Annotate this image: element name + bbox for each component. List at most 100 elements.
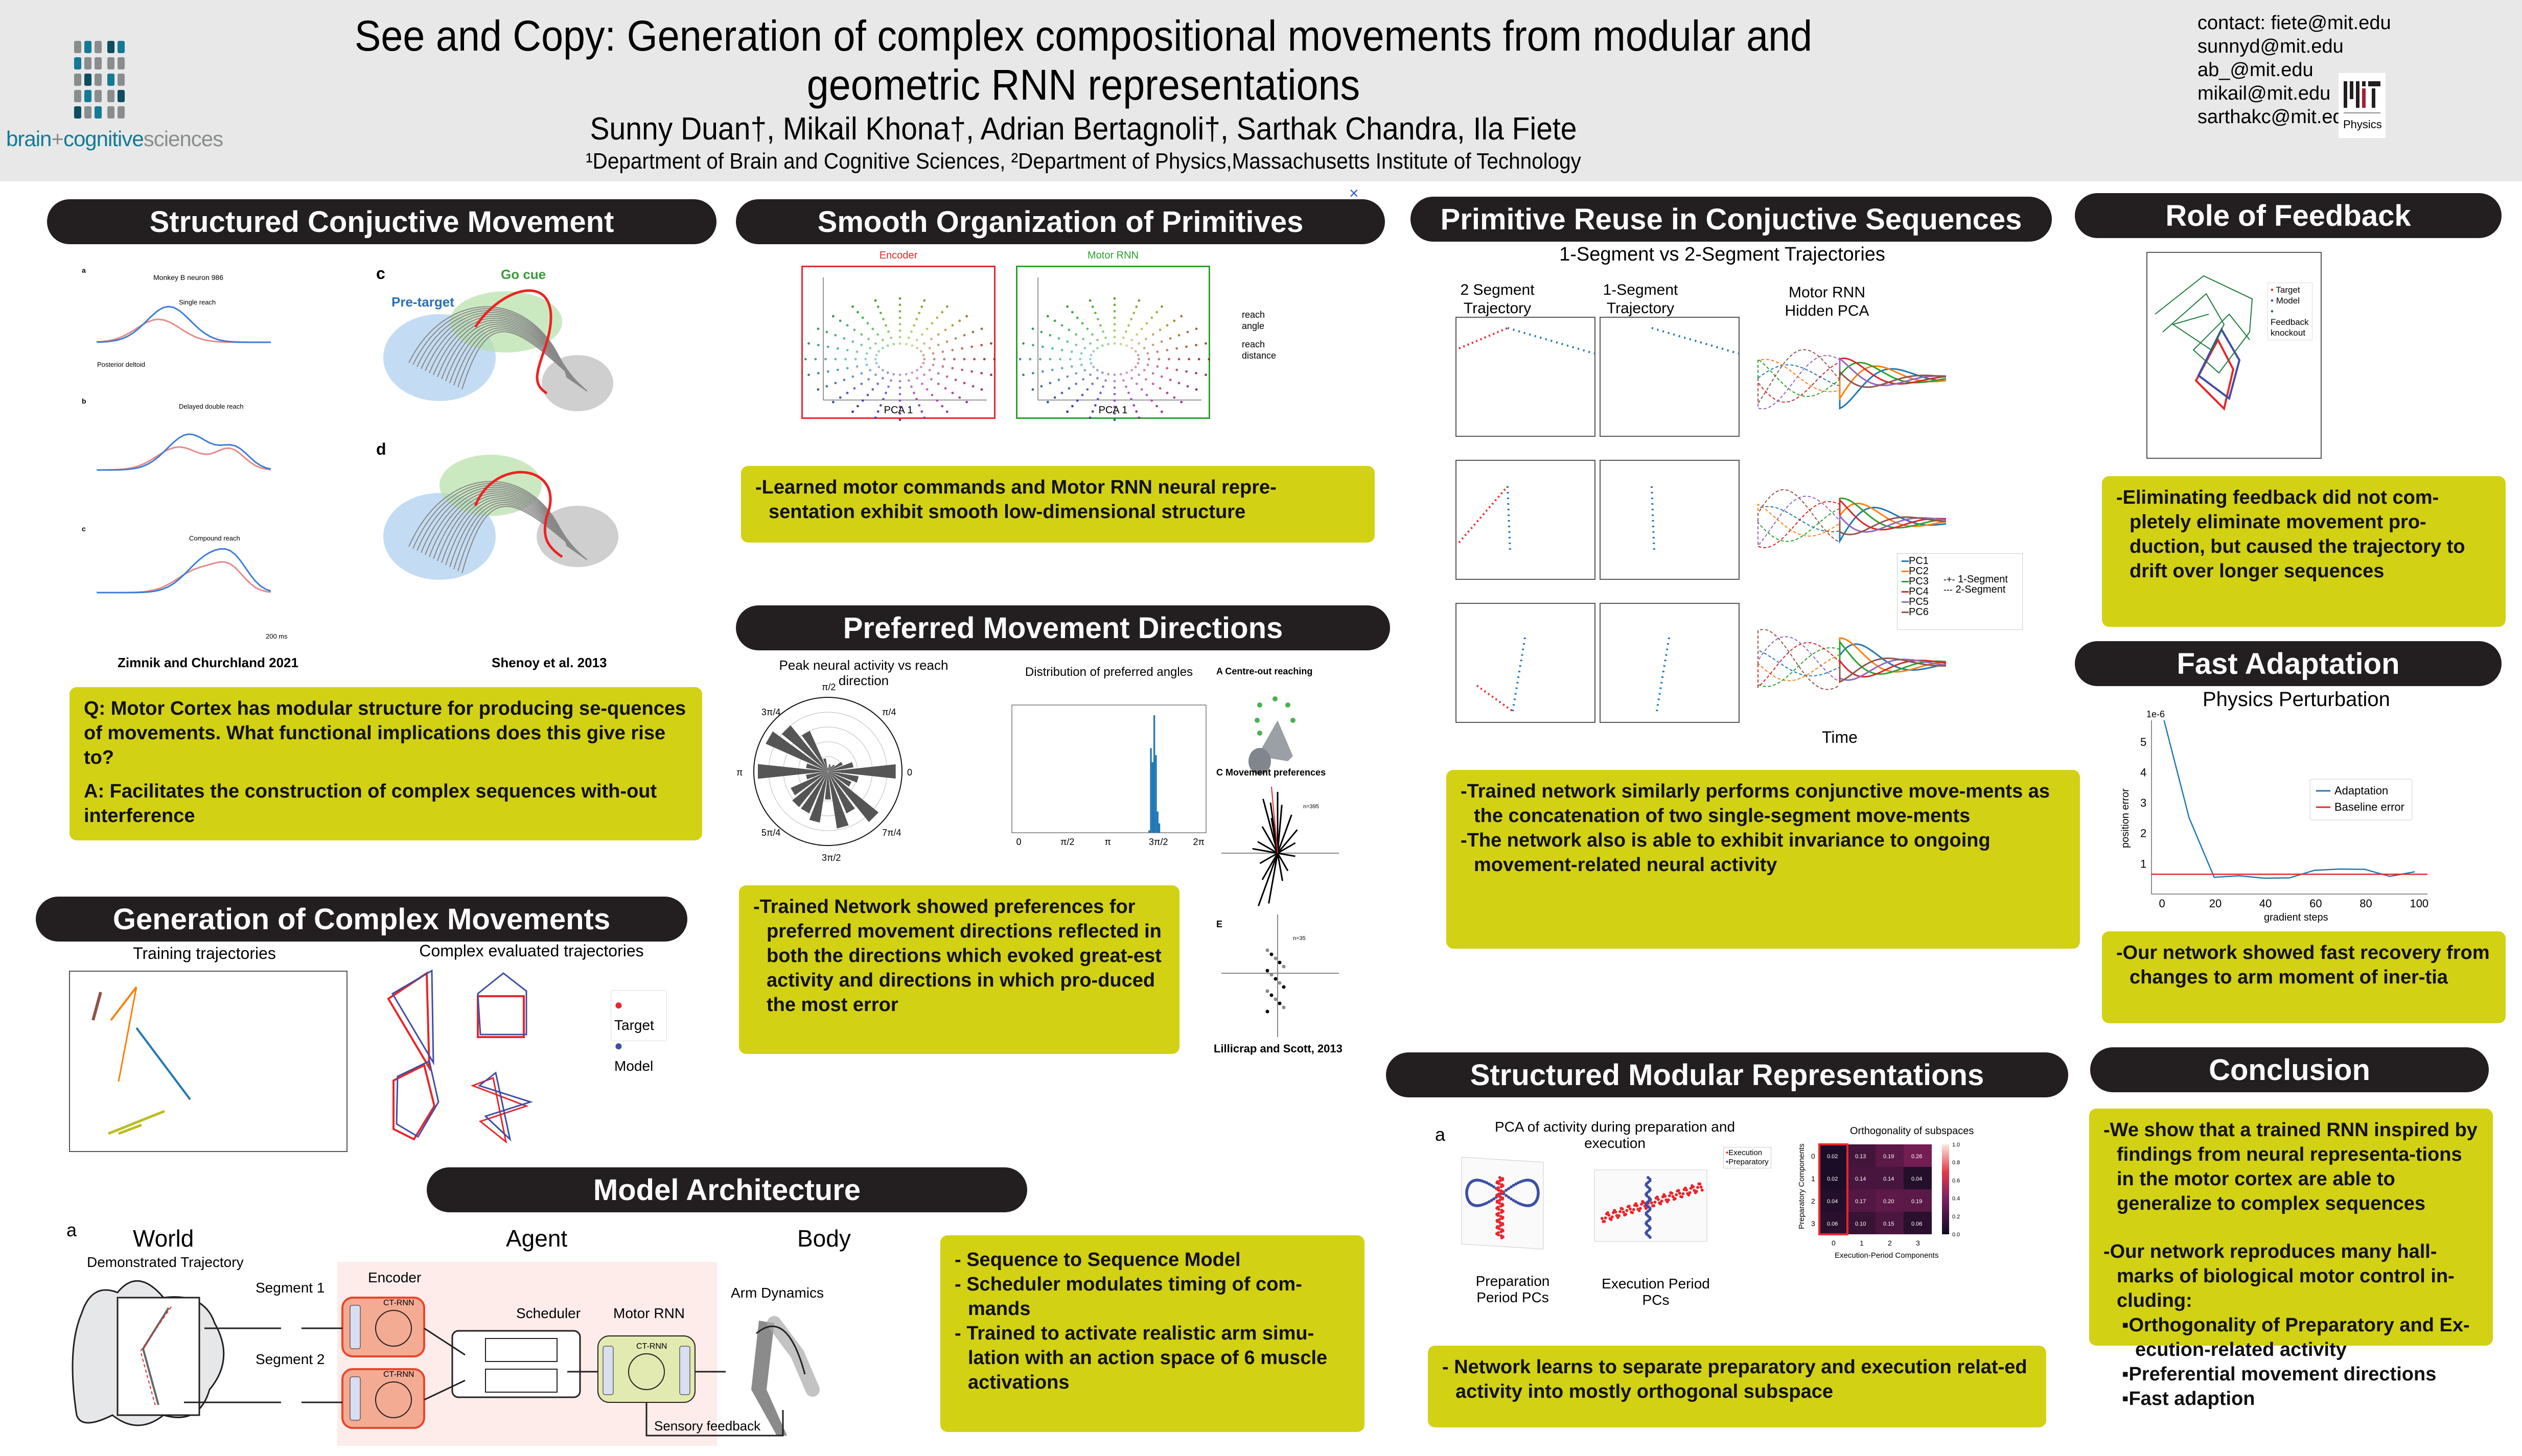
pca-point [1166, 348, 1169, 351]
pca-point [839, 319, 842, 322]
contact-email[interactable]: sarthakc@mit.edu [2197, 106, 2354, 128]
pca-point [1091, 410, 1094, 413]
conclusion-item: ▪Orthogonality of Preparatory and Ex-ecu… [2122, 1314, 2470, 1360]
exec-point [1606, 1211, 1609, 1214]
pca-point [804, 358, 807, 361]
single-reach-label: Single reach [179, 298, 216, 306]
pca-point [898, 342, 901, 345]
pc-trace-2segment [1757, 349, 1840, 405]
pc-trace-2segment [1757, 355, 1840, 410]
pca-point [1132, 312, 1136, 314]
close-icon[interactable]: × [1349, 184, 1359, 202]
neural-trajectory [425, 488, 574, 555]
preference-ray [1268, 853, 1279, 904]
modular-panel-label: a [1435, 1124, 1446, 1145]
contact-email[interactable]: sunnyd@mit.edu [2197, 36, 2344, 57]
exec-point [1677, 1189, 1680, 1192]
target-pentagon [392, 1064, 436, 1141]
pca-point [834, 358, 837, 361]
heatmap-xlabel: Execution-Period Components [1835, 1251, 1938, 1260]
contact-email[interactable]: mikail@mit.edu [2197, 83, 2331, 104]
pca-point [874, 416, 877, 419]
exec-point [1624, 1212, 1628, 1216]
pca-point [1041, 370, 1044, 373]
encoder-2 [341, 1368, 425, 1429]
pca-point [954, 337, 957, 340]
pca-point [898, 418, 901, 421]
pca-point [1155, 405, 1158, 408]
pca-point [923, 342, 925, 345]
pca-point [867, 338, 870, 340]
traj-olive-b [118, 1123, 142, 1135]
pc-trace-1segment [1839, 657, 1947, 684]
hist-tick-label: π [1105, 837, 1111, 847]
pca-point [898, 329, 901, 332]
col-1-segment: 1-Segment Trajectory [1603, 281, 1678, 317]
exec-point [1681, 1192, 1685, 1195]
encoder-panel-title: Encoder [879, 250, 918, 261]
pca-point [910, 385, 913, 388]
pca-point [851, 305, 854, 308]
pca-point [1053, 396, 1056, 399]
exec-point [1657, 1197, 1660, 1201]
training-trajectories-plot [69, 971, 348, 1152]
polar-bar [825, 771, 831, 800]
pca-point [965, 315, 968, 318]
polar-bar [828, 762, 854, 771]
pca-point [970, 370, 974, 373]
exec-point [1621, 1207, 1624, 1211]
pca-activity-title: PCA of activity during preparation and e… [1494, 1119, 1736, 1151]
pca-point [1138, 416, 1141, 419]
legend-reach-distance: reach distance [1242, 339, 1277, 361]
hist-bar [1150, 748, 1152, 833]
ctrnn-label-1: CT-RNN [383, 1299, 414, 1307]
preference-ray [1277, 814, 1292, 854]
pca-point [936, 316, 939, 319]
exec-point [1601, 1217, 1604, 1220]
exec-point [1498, 1176, 1501, 1179]
pca-point [1127, 391, 1130, 394]
prep-point [1490, 1184, 1493, 1187]
heatmap-value: 0.06 [1911, 1221, 1922, 1227]
logo-tile [107, 74, 114, 86]
prep-point [1509, 1197, 1513, 1201]
pca-point [898, 310, 901, 313]
pc-trace-2segment [1757, 654, 1840, 682]
pca-point [1069, 358, 1072, 361]
trajectory-panel [1455, 317, 1595, 437]
pca-point [1146, 363, 1149, 366]
contact-email[interactable]: ab_@mit.edu [2197, 59, 2313, 81]
pca-point [843, 337, 846, 340]
pca-point [1070, 365, 1073, 368]
gocue-label: Go cue [501, 267, 546, 282]
feedback-plot: • Target • Model • Feedback knockout [2146, 252, 2322, 459]
pca-point [1125, 385, 1127, 388]
encoder-pca-panel: Encoder PCA 1 [801, 250, 996, 421]
pca-point [930, 338, 933, 340]
logo-tile [95, 106, 102, 119]
logo-brain: brain [6, 127, 52, 151]
pca-point [864, 358, 867, 361]
mit-logo-icon [2344, 81, 2380, 113]
pca-point [937, 372, 940, 375]
neural-trajectory [441, 496, 580, 563]
pca-point [890, 336, 893, 339]
pca-point [980, 388, 983, 391]
heatmap-value: 0.14 [1855, 1176, 1866, 1182]
contact-email[interactable]: contact: fiete@mit.edu [2197, 12, 2391, 34]
preferred-text-box: -Trained Network showed preferences for … [739, 885, 1179, 1054]
pca-point [925, 388, 929, 391]
fig-label-c2: c [376, 264, 385, 283]
pca-point [853, 328, 856, 332]
pca-point [1185, 370, 1188, 373]
exec-point [1496, 1188, 1500, 1191]
exec-point [1642, 1201, 1646, 1204]
legend-target: ● Target [614, 997, 654, 1033]
legend-pc: PC1 [1902, 556, 2018, 566]
pca-point [1086, 327, 1089, 331]
pca-point [923, 299, 926, 302]
exec-point [1499, 1205, 1502, 1208]
pca-point [932, 352, 935, 355]
pca-point [943, 358, 946, 361]
